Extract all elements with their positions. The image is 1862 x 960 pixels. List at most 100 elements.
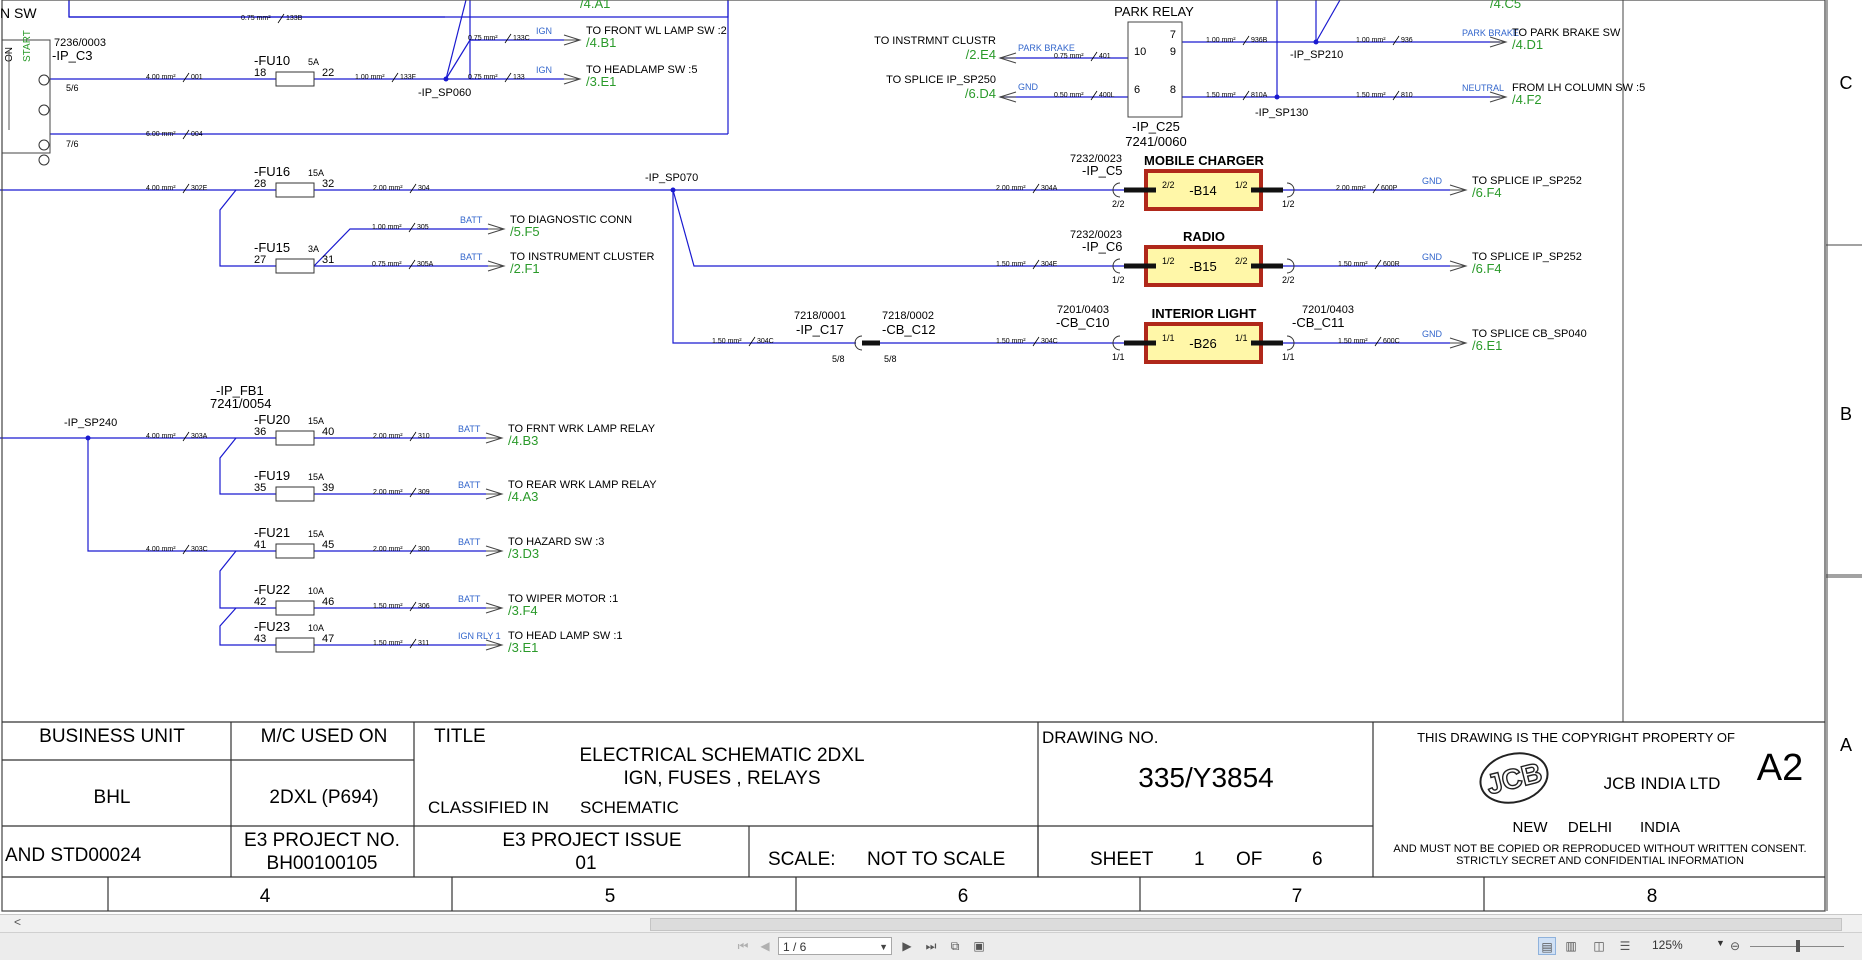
fuse-fu16 bbox=[275, 182, 315, 198]
fuse-pin-out: 39 bbox=[322, 482, 334, 494]
signal-tag: BATT bbox=[460, 252, 483, 262]
wire-size-label: 2.00 mm² bbox=[373, 433, 403, 440]
sheet-ref: /5.F5 bbox=[510, 224, 540, 239]
fuse-fu19 bbox=[275, 486, 315, 502]
page-number-value: 1 / 6 bbox=[783, 940, 807, 954]
first-page-icon[interactable]: ⏮ bbox=[737, 939, 749, 953]
horizontal-scrollbar[interactable]: < bbox=[0, 914, 1862, 932]
business-unit-label: BUSINESS UNIT bbox=[39, 726, 185, 747]
fuse-name: -FU16 bbox=[254, 164, 290, 179]
zoom-out-icon[interactable]: ⊖ bbox=[1729, 939, 1741, 953]
connector-part: 7201/0403 bbox=[1302, 304, 1354, 316]
connector-pin: 5/8 bbox=[832, 354, 845, 364]
row-label: A bbox=[1840, 735, 1852, 755]
connector-pin: 1/2 bbox=[1282, 199, 1295, 209]
wire-size-label: 1.50 mm² bbox=[1338, 261, 1368, 268]
wire-id-label: 401 bbox=[1099, 53, 1111, 60]
wire-slash bbox=[504, 33, 512, 44]
wire bbox=[219, 550, 276, 609]
wire-size-label: 0.75 mm² bbox=[372, 261, 402, 268]
sheet-ref: /4.A3 bbox=[508, 489, 538, 504]
view-continuous-icon[interactable]: ▥ bbox=[1565, 939, 1577, 953]
fuse-fu23 bbox=[275, 637, 315, 653]
view-facing-icon[interactable]: ◫ bbox=[1593, 939, 1605, 953]
connector-part: 7232/0023 bbox=[1070, 229, 1122, 241]
wire-slash bbox=[391, 72, 399, 83]
fuse-rating: 15A bbox=[308, 416, 324, 426]
wire-slash bbox=[1032, 259, 1040, 270]
zoom-dropdown-icon[interactable]: ▼ bbox=[1716, 938, 1725, 948]
fuse-name: -FU22 bbox=[254, 582, 290, 597]
wire-slash bbox=[1032, 183, 1040, 194]
sheet-of-label: OF bbox=[1236, 849, 1262, 870]
wire-size-label: 4.00 mm² bbox=[146, 433, 176, 440]
wire-slash bbox=[409, 183, 417, 194]
wire-id-label: 304C bbox=[1041, 338, 1058, 345]
component-id: -B14 bbox=[1189, 183, 1216, 198]
component-title: INTERIOR LIGHT bbox=[1152, 306, 1257, 321]
connector-part: 7232/0023 bbox=[1070, 153, 1122, 165]
destination-text: TO DIAGNOSTIC CONN bbox=[510, 214, 632, 226]
connector-pin: 1/1 bbox=[1112, 352, 1125, 362]
connector-part: 7201/0403 bbox=[1057, 304, 1109, 316]
next-page-icon[interactable]: ▶ bbox=[902, 939, 912, 953]
ignition-switch-body bbox=[1, 39, 51, 154]
scroll-left-icon[interactable]: < bbox=[14, 915, 22, 929]
view-facing-continuous-icon[interactable]: ☰ bbox=[1619, 939, 1631, 953]
business-unit-value: BHL bbox=[94, 787, 131, 808]
wire-id-label: 306 bbox=[418, 603, 430, 610]
snapshot-icon[interactable]: ▣ bbox=[973, 939, 985, 953]
fuse-pin-out: 45 bbox=[322, 539, 334, 551]
scrollbar-thumb[interactable] bbox=[650, 918, 1842, 931]
destination-text: TO SPLICE CB_SP040 bbox=[1472, 328, 1587, 340]
e3-project-no-label: E3 PROJECT NO. bbox=[244, 830, 400, 851]
sheet-ref: /4.B1 bbox=[586, 35, 616, 50]
destination-text: TO FRONT WL LAMP SW :2 bbox=[586, 25, 727, 37]
wire-size-label: 6.00 mm² bbox=[146, 131, 176, 138]
connector-name: -CB_C10 bbox=[1056, 315, 1109, 330]
copy-icon[interactable]: ⧉ bbox=[950, 939, 960, 953]
column-label: 5 bbox=[605, 886, 616, 907]
page-dropdown-icon[interactable]: ▼ bbox=[879, 942, 888, 952]
wire-id-label: 310 bbox=[418, 433, 430, 440]
signal-tag: GND bbox=[1018, 82, 1039, 92]
signal-tag: GND bbox=[1422, 329, 1443, 339]
sheet-ref: /6.E1 bbox=[1472, 338, 1502, 353]
page-number-input[interactable]: 1 / 6 ▼ bbox=[778, 937, 892, 955]
column-label: 6 bbox=[958, 886, 969, 907]
component-pin: 1/2 bbox=[1162, 256, 1175, 266]
wire bbox=[87, 438, 276, 552]
splice-label: -IP_SP210 bbox=[1290, 49, 1343, 61]
std-ref: AND STD00024 bbox=[5, 845, 142, 866]
wire-slash bbox=[1090, 90, 1098, 101]
last-page-icon[interactable]: ⏭ bbox=[925, 939, 937, 953]
wire-id-label: 304 bbox=[418, 185, 430, 192]
wire-id-label: 303C bbox=[191, 546, 208, 553]
view-single-icon[interactable]: ▤ bbox=[1538, 937, 1556, 955]
fuse-pin-in: 43 bbox=[254, 633, 266, 645]
signal-tag: BATT bbox=[458, 537, 481, 547]
zoom-slider-thumb[interactable] bbox=[1796, 940, 1800, 952]
component-title: MOBILE CHARGER bbox=[1144, 153, 1265, 168]
wire-id-label: 304A bbox=[1041, 185, 1058, 192]
sheet-ref: /4.D1 bbox=[1512, 37, 1543, 52]
sheet-border bbox=[1, 0, 1826, 912]
wire-slash bbox=[408, 222, 416, 233]
signal-tag: BATT bbox=[460, 215, 483, 225]
connector-pin: 5/6 bbox=[66, 83, 79, 93]
wire-size-label: 4.00 mm² bbox=[146, 546, 176, 553]
zoom-level[interactable]: 125% bbox=[1652, 938, 1683, 952]
e3-project-issue-value: 01 bbox=[575, 853, 596, 874]
fuse-pin-in: 28 bbox=[254, 178, 266, 190]
wire-id-label: 309 bbox=[418, 489, 430, 496]
wire-size-label: 1.50 mm² bbox=[1338, 338, 1368, 345]
scale-value: NOT TO SCALE bbox=[867, 849, 1005, 870]
splice-label: -IP_SP240 bbox=[64, 417, 117, 429]
wire bbox=[219, 437, 276, 495]
component-pin: 1/1 bbox=[1162, 333, 1175, 343]
prev-page-icon[interactable]: ◀ bbox=[760, 939, 770, 953]
wire-size-label: 1.50 mm² bbox=[1356, 92, 1386, 99]
fuse-block-part: 7241/0054 bbox=[210, 396, 271, 411]
switch-contact bbox=[38, 139, 50, 151]
